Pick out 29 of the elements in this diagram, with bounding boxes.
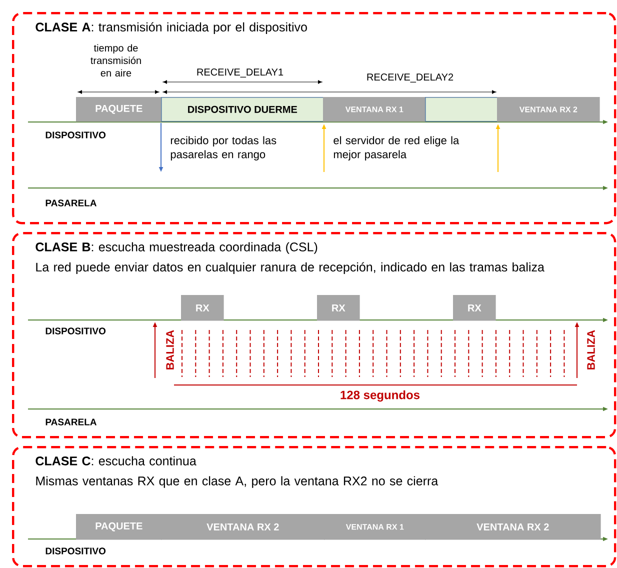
panel-title: CLASE A: transmisión iniciada por el dispositivo <box>36 22 307 34</box>
duration-label: 128 segundos <box>340 390 420 402</box>
panel-body: Mismas ventanas RX que en clase A, pero la ventana RX2 no se cierra <box>36 476 438 488</box>
dimension-label: tiempo de transmisión en aire <box>90 44 141 77</box>
panel-body: La red puede enviar datos en cualquier ranura de recepción, indicado en las tramas baliza <box>36 262 544 274</box>
time-slot-box: VENTANA RX 1 <box>324 514 426 540</box>
time-slot-box: RX <box>181 295 224 321</box>
lane-label: DISPOSITIVO <box>46 548 106 554</box>
dimension-label: RECEIVE_DELAY1 <box>197 68 284 78</box>
time-slot-box: PAQUETE <box>76 514 162 540</box>
time-slot-box: RX <box>317 295 360 321</box>
time-slot-box: VENTANA RX 1 <box>323 97 426 122</box>
lane-label: DISPOSITIVO <box>46 132 106 138</box>
panel-title: CLASE B: escucha muestreada coordinada (CSL) <box>36 242 318 254</box>
beacon-label: BALIZA <box>587 330 595 370</box>
time-slot-box: VENTANA RX 2 <box>161 514 325 540</box>
lane-label: PASARELA <box>46 200 96 206</box>
beacon-label: BALIZA <box>166 330 174 370</box>
time-slot-box: DISPOSITIVO DUERME <box>161 97 324 122</box>
annotation-text: el servidor de red elige la mejor pasarela <box>334 136 460 160</box>
lane-label: DISPOSITIVO <box>46 328 106 334</box>
dimension-label: RECEIVE_DELAY2 <box>367 74 454 82</box>
lane-label: PASARELA <box>46 418 96 426</box>
annotation-text: recibido por todas las pasarelas en rango <box>170 136 276 160</box>
panel-title: CLASE C: escucha continua <box>36 456 196 466</box>
time-slot-box: PAQUETE <box>76 97 162 122</box>
time-slot-box: RX <box>453 295 496 321</box>
time-slot-box: VENTANA RX 2 <box>497 97 600 122</box>
time-slot-box: VENTANA RX 2 <box>425 514 601 540</box>
